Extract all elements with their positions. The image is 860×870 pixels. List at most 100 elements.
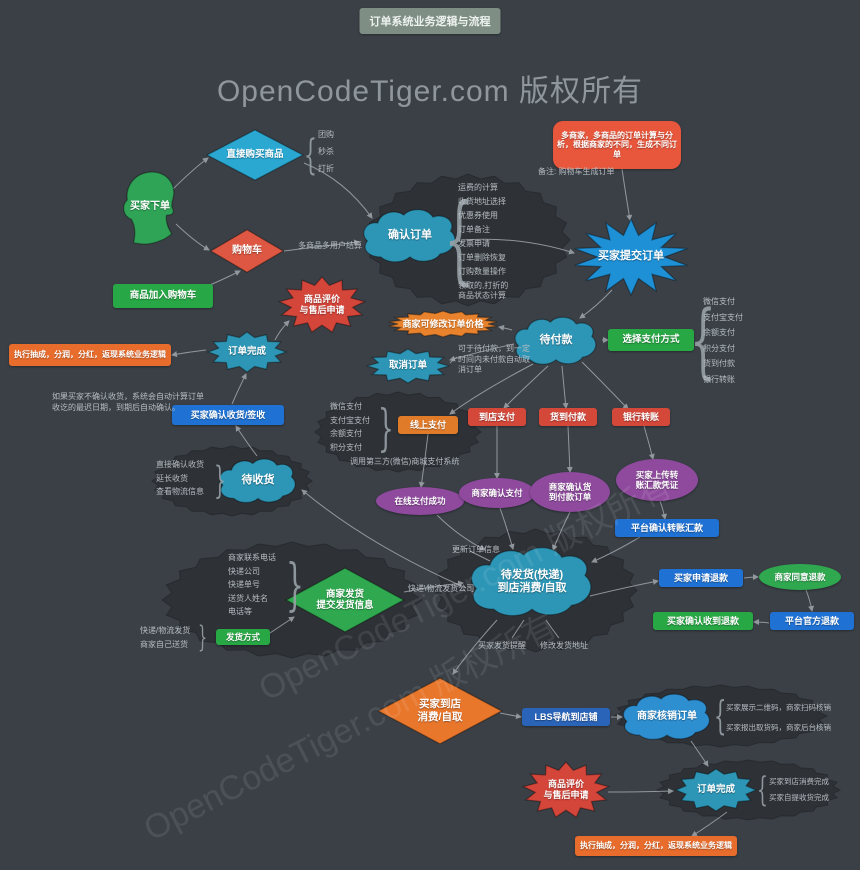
edge-22 xyxy=(552,511,571,551)
node-add-to-cart[interactable]: 商品加入购物车 xyxy=(113,284,213,308)
review-burst-1-label: 商品评价 与售后申请 xyxy=(299,294,345,315)
bracket-item: 领取的,打折的 商品状态计算 xyxy=(458,281,509,300)
node-pending-ship[interactable]: 待发货(快递) 到店消费/自取 xyxy=(464,543,600,621)
node-store-consume[interactable]: 买家到店 消费/自取 xyxy=(377,677,503,745)
node-cod-pay[interactable]: 货到付款 xyxy=(539,408,597,426)
edge-11 xyxy=(561,365,569,409)
node-refund-received[interactable]: 买家确认收到退款 xyxy=(653,612,753,630)
bracket-item: 订单备注 xyxy=(458,225,490,234)
multi-merchant-note-label: 多商家，多商品的订单计算与分析，根据商家的不同，生成不同订单 xyxy=(557,130,677,159)
node-online-pay-success[interactable]: 在线支付成功 xyxy=(376,487,464,515)
bracket-item: 微信支付 xyxy=(330,402,362,411)
node-ship-method[interactable]: 发货方式 xyxy=(216,629,270,645)
refund-request-label: 买家申请退款 xyxy=(673,572,728,583)
pending-receive-label: 待收货 xyxy=(241,474,275,487)
node-order-done-1[interactable]: 订单完成 xyxy=(207,331,287,373)
bracket-items-3: 微信支付支付宝支付余额支付积分支付 xyxy=(330,402,370,456)
edge-14 xyxy=(498,324,513,331)
lbs-nav-label: LBS导航到店铺 xyxy=(534,711,598,722)
bracket-item: 余额支付 xyxy=(703,328,735,337)
confirm-receipt-label: 买家确认收货/签收 xyxy=(190,409,266,420)
modify-price-shape xyxy=(387,310,499,338)
node-confirm-receipt[interactable]: 买家确认收货/签收 xyxy=(172,405,284,425)
merchant-confirm-pay-label: 商家确认支付 xyxy=(471,487,523,498)
node-modify-price[interactable]: 商家可修改订单价格 xyxy=(387,310,499,338)
edge-24 xyxy=(589,579,659,597)
review-burst-2-label: 商品评价 与售后申请 xyxy=(543,779,589,800)
review-burst-1-shape xyxy=(278,276,366,334)
node-cancel-order[interactable]: 取消订单 xyxy=(366,348,450,384)
bracket-items-8: 买家到店消费完成买家自提收货完成 xyxy=(769,777,829,809)
node-online-pay[interactable]: 线上支付 xyxy=(398,416,458,434)
node-commission-1[interactable]: 执行抽成，分润，分红，返现系统业务逻辑 xyxy=(9,344,171,366)
edge-21 xyxy=(499,507,515,550)
edge-31 xyxy=(231,373,247,405)
merchant-ship-label: 商家发货 提交发货信息 xyxy=(316,588,374,611)
node-multi-merchant-note[interactable]: 多商家，多商品的订单计算与分析，根据商家的不同，生成不同订单 xyxy=(553,121,681,169)
node-merchant-confirm-pay[interactable]: 商家确认支付 xyxy=(459,478,535,508)
bracket-item: 电话等 xyxy=(228,607,252,616)
node-bank-transfer[interactable]: 银行转账 xyxy=(612,408,670,426)
bracket-item: 银行转账 xyxy=(703,374,735,384)
node-platform-confirm-transfer[interactable]: 平台确认转账汇款 xyxy=(615,519,719,537)
order-done-2-label: 订单完成 xyxy=(696,784,735,796)
bracket-item: 团购 xyxy=(318,130,334,139)
node-review-burst-1[interactable]: 商品评价 与售后申请 xyxy=(278,276,366,334)
verify-order-shape xyxy=(618,691,716,743)
page-title: 订单系统业务逻辑与流程 xyxy=(359,8,501,34)
node-cart[interactable]: 购物车 xyxy=(210,229,284,273)
node-buyer-head[interactable]: 买家下单 xyxy=(119,169,181,245)
edge-1 xyxy=(175,223,210,251)
node-pay-method[interactable]: 选择支付方式 xyxy=(608,329,694,351)
edge-42 xyxy=(545,619,560,639)
node-direct-buy[interactable]: 直接购买商品 xyxy=(206,129,304,181)
bracket-item: 货到付款 xyxy=(703,359,735,368)
edge-20 xyxy=(436,514,486,551)
edge-34 xyxy=(452,619,498,675)
node-pending-pay[interactable]: 待付款 xyxy=(510,314,602,368)
node-refund-agree[interactable]: 商家同意退款 xyxy=(759,564,841,590)
node-verify-order[interactable]: 商家核销订单 xyxy=(618,691,716,743)
edge-30 xyxy=(235,425,258,457)
note-1: 备注: 购物车生成订单 xyxy=(538,167,615,176)
bracket-brace-3: } xyxy=(378,399,394,457)
cart-shape xyxy=(210,229,284,273)
edge-10 xyxy=(503,365,549,409)
order-done-2-shape xyxy=(675,768,757,812)
node-order-done-2[interactable]: 订单完成 xyxy=(675,768,757,812)
cancel-order-label: 取消订单 xyxy=(388,360,427,372)
bracket-item: 买家报出取货码，商家后台核销 xyxy=(726,723,831,732)
edge-25 xyxy=(743,574,759,581)
node-refund-request[interactable]: 买家申请退款 xyxy=(659,569,743,587)
node-merchant-confirm-cod[interactable]: 商家确认货 到付款订单 xyxy=(530,472,610,512)
bracket-items-6: 快递/物流发货商家自己送货 xyxy=(140,626,190,654)
bracket-item: 快递公司 xyxy=(228,566,260,576)
node-merchant-ship[interactable]: 商家发货 提交发货信息 xyxy=(285,567,405,633)
edge-27 xyxy=(753,619,770,626)
node-official-refund[interactable]: 平台官方退款 xyxy=(770,612,854,630)
node-confirm-order[interactable]: 确认订单 xyxy=(358,206,462,266)
ship-method-label: 发货方式 xyxy=(225,631,260,642)
bracket-item: 余额支付 xyxy=(330,429,362,438)
bracket-item: 送货人姓名 xyxy=(228,593,268,603)
edge-33 xyxy=(274,320,290,341)
node-commission-2[interactable]: 执行抽成，分润，分红，返现系统业务逻辑 xyxy=(575,836,737,856)
node-lbs-nav[interactable]: LBS导航到店铺 xyxy=(522,708,610,726)
node-pending-receive[interactable]: 待收货 xyxy=(215,456,301,506)
edge-39 xyxy=(691,811,728,837)
official-refund-label: 平台官方退款 xyxy=(784,615,839,626)
note-8: 调用第三方(微信)商城支付系统 xyxy=(350,457,460,466)
node-upload-voucher[interactable]: 买家上传转 账汇款凭证 xyxy=(616,459,698,501)
edge-28 xyxy=(301,489,467,589)
bracket-items-1: 运费的计算收货地址选择优惠券使用订单备注发票申请订单删除恢复订购数量操作领取的,… xyxy=(458,183,508,305)
bracket-item: 买家到店消费完成 xyxy=(769,777,829,786)
bracket-brace-8: { xyxy=(757,770,768,810)
store-pay-label: 到店支付 xyxy=(478,411,515,422)
node-store-pay[interactable]: 到店支付 xyxy=(468,408,526,426)
node-review-burst-2[interactable]: 商品评价 与售后申请 xyxy=(522,761,610,819)
node-submit-order[interactable]: 买家提交订单 xyxy=(572,218,690,296)
pay-method-label: 选择支付方式 xyxy=(622,334,680,346)
bracket-item: 积分支付 xyxy=(703,343,735,353)
commission-2-label: 执行抽成，分润，分红，返现系统业务逻辑 xyxy=(580,841,732,851)
bracket-item: 支付宝支付 xyxy=(330,415,370,425)
